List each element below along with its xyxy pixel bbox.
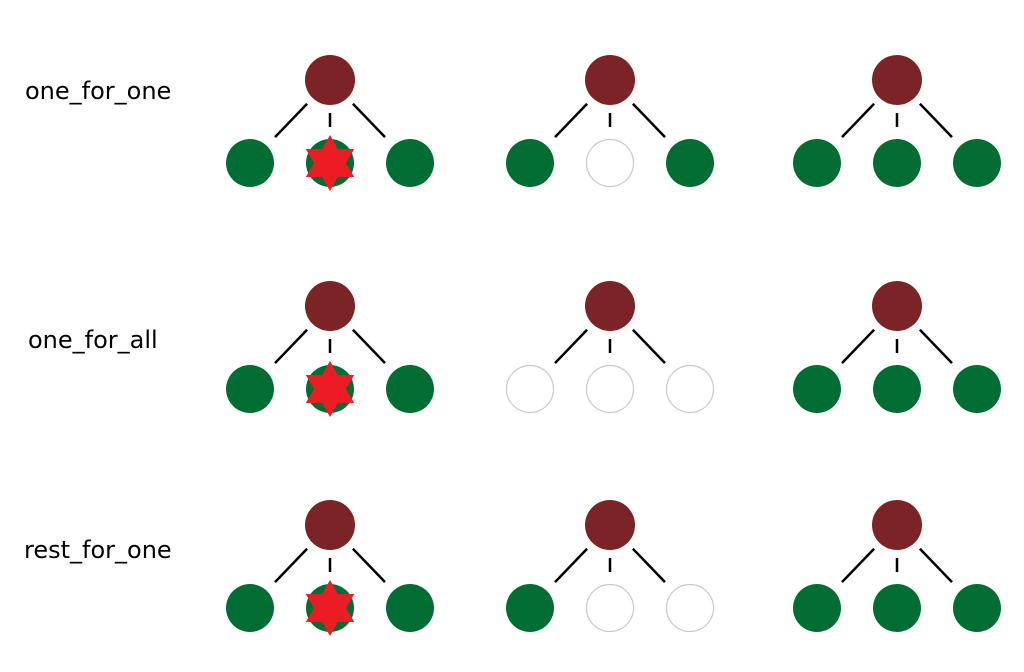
- child-node-running: [226, 584, 274, 632]
- edge: [841, 547, 875, 583]
- supervisor-node: [872, 500, 922, 550]
- row-label-rest-for-one: rest_for_one: [24, 536, 172, 564]
- child-node-running: [953, 365, 1001, 413]
- edge: [274, 547, 308, 583]
- tree-stage-2: [506, 55, 714, 188]
- edge: [632, 547, 666, 583]
- tree-stage-2: [506, 500, 715, 633]
- child-node-running: [226, 365, 274, 413]
- edge: [841, 328, 875, 364]
- child-node-running: [953, 584, 1001, 632]
- child-node-running: [873, 139, 921, 187]
- edge: [919, 547, 953, 583]
- edge: [919, 102, 953, 138]
- tree-row-one-for-one: [226, 55, 1001, 191]
- edge: [554, 547, 588, 583]
- star-icon: [305, 580, 355, 636]
- edge: [841, 102, 875, 138]
- supervisor-node: [305, 500, 355, 550]
- child-node-running: [793, 584, 841, 632]
- supervisor-node: [872, 55, 922, 105]
- tree-stage-1: [226, 55, 434, 191]
- tree-stage-3: [793, 281, 1001, 413]
- edge: [632, 328, 666, 364]
- edge: [352, 102, 386, 138]
- supervisor-node: [305, 55, 355, 105]
- edge: [554, 328, 588, 364]
- supervisor-node: [872, 281, 922, 331]
- child-node-running: [793, 365, 841, 413]
- tree-stage-2: [505, 281, 715, 414]
- edge: [632, 102, 666, 138]
- tree-stage-1: [226, 281, 434, 417]
- edge: [274, 328, 308, 364]
- child-node-running: [873, 584, 921, 632]
- child-node-running: [793, 139, 841, 187]
- edge: [919, 328, 953, 364]
- tree-stage-1: [226, 500, 434, 636]
- star-icon: [305, 135, 355, 191]
- supervisor-node: [585, 281, 635, 331]
- child-node-running: [386, 365, 434, 413]
- child-node-running: [506, 584, 554, 632]
- supervisor-node: [305, 281, 355, 331]
- child-node-running: [386, 139, 434, 187]
- child-node-stopped: [585, 138, 635, 188]
- supervision-trees: [226, 55, 1001, 636]
- child-node-running: [873, 365, 921, 413]
- child-node-stopped: [505, 364, 555, 414]
- row-label-one-for-all: one_for_all: [28, 326, 158, 354]
- row-label-one-for-one: one_for_one: [25, 77, 171, 105]
- supervisor-node: [585, 500, 635, 550]
- row-labels: one_for_one one_for_all rest_for_one: [24, 77, 172, 564]
- child-node-stopped: [585, 583, 635, 633]
- child-node-stopped: [665, 364, 715, 414]
- tree-row-rest-for-one: [226, 500, 1001, 636]
- edge: [352, 328, 386, 364]
- child-node-running: [386, 584, 434, 632]
- child-node-running: [226, 139, 274, 187]
- tree-stage-3: [793, 55, 1001, 187]
- supervisor-node: [585, 55, 635, 105]
- star-icon: [305, 361, 355, 417]
- edge: [352, 547, 386, 583]
- tree-row-one-for-all: [226, 281, 1001, 417]
- child-node-stopped: [585, 364, 635, 414]
- child-node-running: [666, 139, 714, 187]
- edge: [274, 102, 308, 138]
- edge: [554, 102, 588, 138]
- child-node-running: [953, 139, 1001, 187]
- tree-stage-3: [793, 500, 1001, 632]
- child-node-stopped: [665, 583, 715, 633]
- child-node-running: [506, 139, 554, 187]
